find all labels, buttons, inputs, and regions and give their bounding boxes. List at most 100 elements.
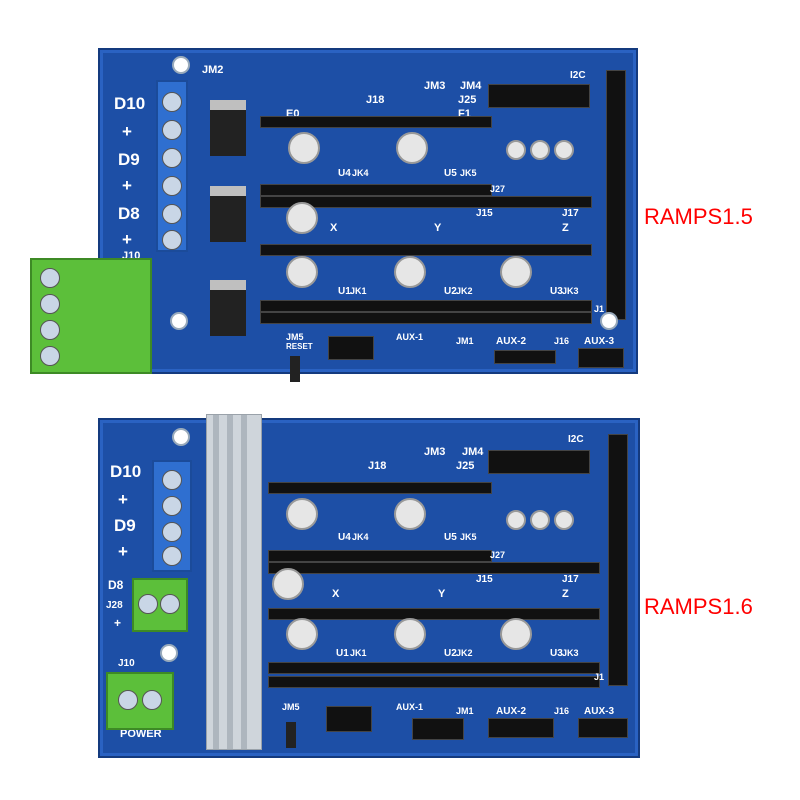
silk-j15: J15 — [476, 574, 493, 585]
silk-plus: + — [118, 542, 128, 561]
mosfet — [210, 186, 246, 242]
silk-j18: J18 — [366, 94, 385, 106]
silk-u4: U4 — [338, 168, 351, 179]
silk-jk4: JK4 — [352, 532, 369, 542]
silk-jm3: JM3 — [424, 80, 446, 92]
capacitor — [286, 256, 318, 288]
capacitor — [554, 510, 574, 530]
silk-u3: U3 — [550, 286, 563, 297]
reset-button — [286, 722, 296, 748]
silk-d9: D9 — [114, 516, 136, 535]
silk-jk4: JK4 — [352, 168, 369, 178]
silk-jk1: JK1 — [350, 286, 367, 296]
silk-jm4: JM4 — [462, 446, 484, 458]
silk-u3: U3 — [550, 648, 563, 659]
silk-y: Y — [438, 588, 446, 600]
capacitor — [506, 140, 526, 160]
aux-header — [326, 706, 372, 732]
aux-header — [578, 718, 628, 738]
mosfet — [210, 280, 246, 336]
silk-j18: J18 — [368, 460, 387, 472]
silk-i2c: I2C — [568, 434, 584, 445]
capacitor — [286, 202, 318, 234]
silk-jm2: JM2 — [202, 64, 224, 76]
capacitor — [396, 132, 428, 164]
mounting-hole — [160, 644, 178, 662]
driver-header-row — [260, 244, 592, 256]
silk-x: X — [332, 588, 340, 600]
silk-jk2: JK2 — [456, 286, 473, 296]
silk-aux2: AUX-2 — [496, 336, 527, 347]
blue-screw-terminal — [152, 460, 192, 572]
driver-header-row — [268, 550, 492, 562]
capacitor — [530, 510, 550, 530]
aux-header — [412, 718, 464, 740]
silk-jk3: JK3 — [562, 648, 579, 658]
silk-u5: U5 — [444, 532, 457, 543]
silk-jm5: JM5 — [286, 332, 304, 342]
silk-jm3: JM3 — [424, 446, 446, 458]
silk-plus: + — [122, 122, 132, 141]
capacitor — [394, 256, 426, 288]
silk-jk1: JK1 — [350, 648, 367, 658]
silk-j27: J27 — [490, 550, 506, 560]
capacitor — [286, 498, 318, 530]
silk-d8: D8 — [108, 578, 124, 592]
silk-plus: + — [118, 490, 128, 509]
mounting-hole — [170, 312, 188, 330]
silk-jk2: JK2 — [456, 648, 473, 658]
mounting-hole — [600, 312, 618, 330]
silk-reset: RESET — [286, 342, 313, 351]
silk-plus: + — [122, 176, 132, 195]
capacitor — [272, 568, 304, 600]
driver-header-row — [268, 482, 492, 494]
silk-d10: D10 — [114, 94, 146, 113]
aux-header — [578, 348, 624, 368]
silk-plus: + — [122, 230, 132, 249]
silk-i2c: I2C — [570, 70, 586, 81]
silk-j16: J16 — [554, 706, 570, 716]
driver-header-row — [268, 662, 600, 674]
endstop-header — [488, 84, 590, 108]
silk-z: Z — [562, 222, 569, 234]
capacitor — [500, 618, 532, 650]
capacitor — [394, 618, 426, 650]
driver-header-row — [268, 562, 600, 574]
driver-header-row — [268, 608, 600, 620]
silk-j27: J27 — [490, 184, 506, 194]
silk-jk5: JK5 — [460, 168, 477, 178]
arduino-header — [606, 70, 626, 320]
silk-jm5: JM5 — [282, 702, 300, 712]
silk-j15: J15 — [476, 208, 493, 219]
capacitor — [286, 618, 318, 650]
silk-j17: J17 — [562, 574, 579, 585]
silk-z: Z — [562, 588, 569, 600]
silk-jm1: JM1 — [456, 336, 474, 346]
silk-plus: + — [114, 616, 122, 630]
silk-x: X — [330, 222, 338, 234]
silk-j16: J16 — [554, 336, 570, 346]
silk-jm1: JM1 — [456, 706, 474, 716]
silk-jm4: JM4 — [460, 80, 482, 92]
silk-jk5: JK5 — [460, 532, 477, 542]
silk-aux1: AUX-1 — [396, 702, 424, 712]
silk-j1: J1 — [594, 304, 605, 314]
aux-header — [488, 718, 554, 738]
silk-d10: D10 — [110, 462, 142, 481]
heatsink — [206, 414, 262, 750]
blue-screw-terminal — [156, 80, 188, 252]
silk-j28: J28 — [106, 600, 123, 611]
silk-j17: J17 — [562, 208, 579, 219]
capacitor — [394, 498, 426, 530]
silk-u1: U1 — [338, 286, 351, 297]
silk-aux2: AUX-2 — [496, 706, 527, 717]
capacitor — [530, 140, 550, 160]
silk-u5: U5 — [444, 168, 457, 179]
driver-header-row — [260, 196, 592, 208]
silk-y: Y — [434, 222, 442, 234]
silk-aux3: AUX-3 — [584, 336, 615, 347]
silk-jk3: JK3 — [562, 286, 579, 296]
mounting-hole — [172, 56, 190, 74]
silk-aux3: AUX-3 — [584, 706, 615, 717]
driver-header-row — [260, 300, 592, 312]
